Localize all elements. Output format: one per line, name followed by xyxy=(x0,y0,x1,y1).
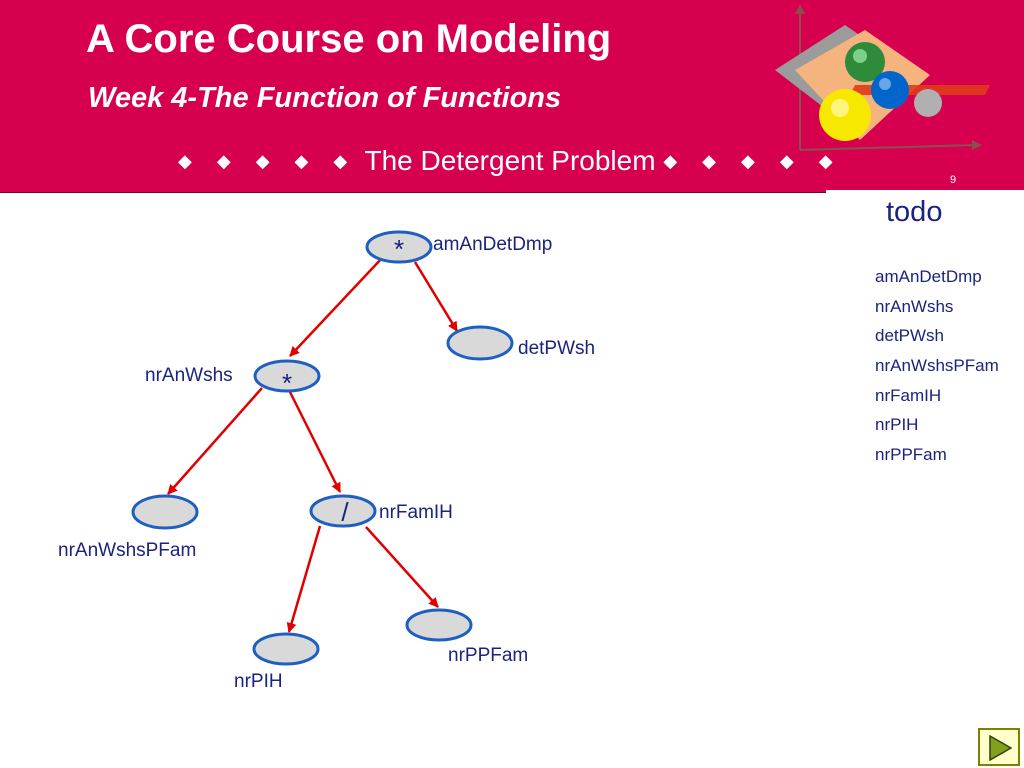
play-triangle-icon xyxy=(989,735,1012,761)
node-label-root: amAnDetDmp xyxy=(433,234,552,255)
todo-item: amAnDetDmp xyxy=(875,267,982,286)
slide-header: A Core Course on Modeling Week 4-The Fun… xyxy=(0,0,1024,193)
edge-root-to-mult2 xyxy=(289,256,384,357)
operator-divide-icon: / xyxy=(341,497,349,527)
todo-item: nrPIH xyxy=(875,415,919,435)
ornament-left: ◆ ◆ ◆ ◆ ◆ xyxy=(178,151,358,171)
node-label-nranwshspfam: nrAnWshsPFam xyxy=(58,540,196,561)
todo-item: detPWsh xyxy=(875,326,944,346)
course-logo-icon xyxy=(775,4,990,151)
todo-title: todo xyxy=(886,196,943,228)
edge-mult2-to-nranwshspfam xyxy=(167,387,263,495)
next-slide-button[interactable] xyxy=(978,728,1020,766)
tree-node-nrppfam xyxy=(405,608,473,642)
todo-list: amAnDetDmp nrAnWshs detPWsh nrAnWshsPFam… xyxy=(875,262,999,470)
todo-item: nrAnWshs xyxy=(875,296,954,316)
page-number: 9 xyxy=(950,174,957,186)
section-heading: ◆ ◆ ◆ ◆ ◆ The Detergent Problem ◆ ◆ ◆ ◆ … xyxy=(178,143,843,179)
ornament-right: ◆ ◆ ◆ ◆ ◆ xyxy=(663,151,843,171)
edge-div-to-nrpih xyxy=(286,525,322,633)
tree-node-detpwsh xyxy=(446,325,514,361)
edge-div-to-nrppfam xyxy=(365,526,439,608)
tree-node-root xyxy=(365,230,433,264)
tree-node-div xyxy=(309,494,377,528)
operator-multiply-icon: * xyxy=(394,234,404,264)
node-label-detpwsh: detPWsh xyxy=(518,338,595,359)
todo-panel xyxy=(826,190,1024,480)
node-label-nrppfam: nrPPFam xyxy=(448,645,528,666)
node-label-nrpih: nrPIH xyxy=(234,671,283,692)
edge-root-to-detpwsh xyxy=(413,261,459,332)
edge-mult2-to-div xyxy=(288,391,342,493)
node-label-div: nrFamIH xyxy=(379,502,453,523)
todo-item: nrPPFam xyxy=(875,445,947,465)
operator-multiply-icon: * xyxy=(282,368,292,398)
tree-node-mult2 xyxy=(253,359,321,393)
tree-node-nrpih xyxy=(252,632,320,666)
todo-item: nrAnWshsPFam xyxy=(875,356,999,376)
todo-item: nrFamIH xyxy=(875,385,942,405)
slide-title: A Core Course on Modeling xyxy=(86,17,612,61)
section-title: The Detergent Problem xyxy=(364,145,656,176)
slide-subtitle: Week 4-The Function of Functions xyxy=(88,82,562,114)
node-label-mult2: nrAnWshs xyxy=(145,365,233,386)
tree-node-nranwshspfam xyxy=(131,494,199,530)
